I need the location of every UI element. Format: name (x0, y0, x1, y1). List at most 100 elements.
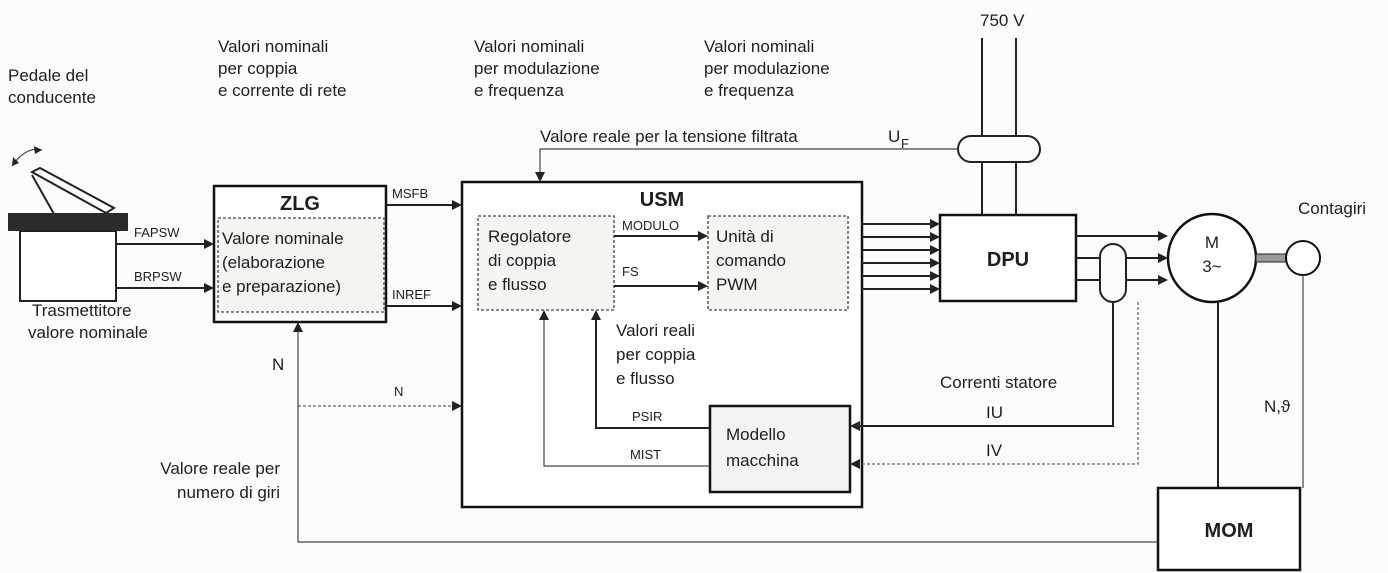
tensione-feedback-line (539, 148, 958, 176)
msfb-arrow (452, 200, 462, 210)
current-sensor (1099, 243, 1127, 303)
regolatore-label-3: e flusso (488, 275, 547, 294)
speed-feedback-line (297, 330, 1158, 543)
giri-label-1: Valore reale per (160, 459, 280, 478)
reali-label-2: per coppia (616, 345, 696, 364)
tensione-label: Valore reale per la tensione filtrata (540, 127, 798, 146)
modulazione1-label-2: per modulazione (474, 59, 600, 78)
zlg-inner-3: e preparazione) (222, 277, 341, 296)
n-left-label: N (272, 355, 284, 374)
uf-label: U (888, 127, 900, 146)
modulazione2-label-1: Valori nominali (704, 37, 814, 56)
mom-title: MOM (1205, 520, 1254, 542)
coppia-label-2: per coppia (218, 59, 298, 78)
giri-label-2: numero di giri (177, 483, 280, 502)
motor-arrow-2 (1158, 253, 1168, 263)
psir-label: PSIR (632, 409, 662, 424)
coppia-label-1: Valori nominali (218, 37, 328, 56)
tachometer-symbol (1285, 240, 1321, 276)
motor-arrow-1 (1158, 231, 1168, 241)
reali-label-3: e flusso (616, 369, 675, 388)
bus-arrow-5 (930, 271, 940, 281)
dpu-title: DPU (987, 249, 1029, 271)
motor-label-1: M (1205, 233, 1219, 252)
correnti-label: Correnti statore (940, 373, 1057, 392)
psir-arrow (591, 310, 601, 320)
usm-title: USM (640, 189, 684, 211)
modello-label-1: Modello (726, 425, 786, 444)
inref-arrow (452, 301, 462, 311)
modulo-label: MODULO (622, 218, 679, 233)
fapsw-arrow (204, 239, 214, 249)
pedal-arrow-b (34, 146, 42, 154)
modulazione1-label-3: e frequenza (474, 81, 564, 100)
pedal-stem (31, 174, 55, 215)
pwm-label-2: comando (716, 251, 786, 270)
bus-arrow-2 (930, 232, 940, 242)
motor-label-2: 3~ (1202, 257, 1221, 276)
pwm-label-3: PWM (716, 275, 758, 294)
fs-arrow (698, 281, 708, 291)
pedal-icon (8, 146, 128, 302)
iu-label: IU (986, 403, 1003, 422)
bus-arrow-1 (930, 219, 940, 229)
motor-arrow-3 (1158, 275, 1168, 285)
inref-label: INREF (392, 287, 431, 302)
bus-arrow-6 (930, 284, 940, 294)
mist-arrow (539, 310, 549, 320)
motor-shaft (1255, 253, 1287, 263)
zlg-inner-2: (elaborazione (222, 253, 325, 272)
n-theta-label: N,ϑ (1264, 397, 1291, 416)
pwm-label-1: Unità di (716, 227, 774, 246)
modulazione1-label-1: Valori nominali (474, 37, 584, 56)
zlg-inner-block (217, 217, 385, 313)
pedal-plate (29, 166, 116, 215)
iu-arrow (850, 421, 860, 431)
fs-label: FS (622, 264, 639, 279)
n-mid-arrow (452, 401, 462, 411)
voltage-sensor (957, 135, 1041, 163)
iu-line (858, 302, 1114, 427)
trasmettitore-box (19, 230, 117, 302)
zlg-inner-1: Valore nominale (222, 229, 344, 248)
pedal-base (8, 213, 128, 231)
fapsw-label: FAPSW (134, 225, 180, 240)
modello-label-2: macchina (726, 451, 799, 470)
regolatore-block (477, 215, 615, 311)
modulo-arrow (698, 231, 708, 241)
mom-block (1156, 486, 1302, 572)
mist-line (543, 318, 710, 467)
uf-subscript: F (901, 136, 909, 151)
trasmettitore-label-2: valore nominale (28, 323, 148, 342)
pedal-arrow-a (12, 157, 19, 166)
regolatore-label-2: di coppia (488, 251, 557, 270)
regolatore-label-1: Regolatore (488, 227, 571, 246)
brpsw-arrow (204, 283, 214, 293)
header-labels: Pedale del conducente Valori nominali pe… (8, 11, 1025, 107)
contagiri-label: Contagiri (1298, 199, 1366, 218)
psir-line (595, 318, 710, 429)
mist-label: MIST (630, 447, 661, 462)
coppia-label-3: e corrente di rete (218, 81, 347, 100)
tensione-feedback-arrow (535, 172, 545, 182)
reali-label-1: Valori reali (616, 321, 695, 340)
trasmettitore-label-1: Trasmettitore (32, 301, 132, 320)
pedale-label-1: Pedale del (8, 66, 88, 85)
zlg-title: ZLG (280, 193, 320, 215)
voltage-label: 750 V (980, 11, 1025, 30)
brpsw-label: BRPSW (134, 269, 182, 284)
n-mid-label: N (394, 384, 403, 399)
bus-arrow-4 (930, 258, 940, 268)
pwm-bus (862, 219, 940, 294)
iv-label: IV (986, 441, 1003, 460)
iv-line (858, 302, 1139, 465)
dpu-block (938, 213, 1078, 303)
pwm-block (707, 215, 849, 311)
iv-arrow (850, 459, 860, 469)
modulazione2-label-3: e frequenza (704, 81, 794, 100)
msfb-label: MSFB (392, 186, 428, 201)
modello-block (708, 404, 852, 494)
pedale-label-2: conducente (8, 88, 96, 107)
bus-arrow-3 (930, 245, 940, 255)
